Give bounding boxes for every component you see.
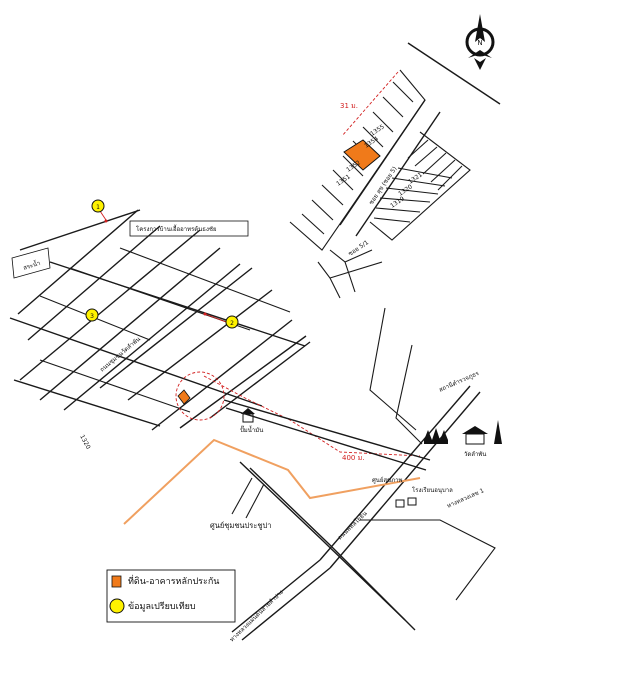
main-road-label: ถนนพหลโยธิน bbox=[336, 509, 369, 541]
police-station-label: สถานีตำรวจภูธร bbox=[438, 369, 481, 394]
project-name-label: โครงการบ้านเอื้ออาทรต้นธงชัย bbox=[136, 223, 216, 233]
health-center-label: ศูนย์สุขภาพ bbox=[372, 476, 403, 484]
temple-label: วัดลำพัน bbox=[464, 451, 486, 458]
legend-subject-label: ที่ดิน-อาคารหลักประกัน bbox=[128, 574, 219, 587]
comparable-marker-3: 3 bbox=[85, 308, 99, 322]
lot-1355-label: 1355 bbox=[369, 123, 386, 137]
legend-subject-swatch bbox=[111, 575, 122, 588]
distance-label-route: 400 ม. bbox=[342, 454, 364, 462]
svg-text:3: 3 bbox=[90, 313, 94, 320]
main-map: โครงการบ้านเอื้ออาทรต้นธงชัย สระน้ำ 1320… bbox=[9, 199, 502, 644]
legend-comparable-swatch bbox=[109, 598, 125, 614]
svg-text:2: 2 bbox=[230, 320, 234, 327]
legend-comparable-label: ข้อมูลเปรียบเทียบ bbox=[128, 601, 196, 612]
community-road-label: ถนนชุมชนวัดลำพัน bbox=[99, 336, 142, 374]
compass-n-label: N bbox=[477, 39, 482, 47]
nearby-place-label: โรงเรียนอนุบาล bbox=[412, 486, 453, 494]
svg-text:1: 1 bbox=[96, 204, 100, 211]
inset-lots: 31 ม. 1355 1354 1352 1351 1321 1320 1319… bbox=[289, 42, 501, 299]
police-station-icon bbox=[424, 428, 448, 444]
road-south-label: ทางหลวงแผ่นดินสายลำปาง bbox=[229, 589, 285, 644]
legend: ที่ดิน-อาคารหลักประกัน ข้อมูลเปรียบเทียบ bbox=[106, 569, 236, 623]
distance-label-top: 31 ม. bbox=[340, 102, 358, 110]
lot-1319-label: 1319 bbox=[389, 195, 406, 209]
subject-marker bbox=[177, 389, 191, 405]
road-1320-label: 1320 bbox=[78, 434, 91, 451]
comparable-marker-1: 1 bbox=[91, 199, 105, 213]
comparable-marker-2: 2 bbox=[225, 315, 239, 329]
compass-icon: N bbox=[465, 14, 495, 70]
soi-small-label: ซอย 5/1 bbox=[347, 239, 370, 258]
health-center-icon bbox=[395, 497, 417, 508]
gas-station-label: ปั๊มน้ำมัน bbox=[240, 424, 263, 434]
temple-icon bbox=[462, 420, 502, 445]
gas-station-icon bbox=[241, 408, 255, 423]
community-center-label: ศูนย์ชุมชนประชูปา bbox=[210, 521, 271, 530]
